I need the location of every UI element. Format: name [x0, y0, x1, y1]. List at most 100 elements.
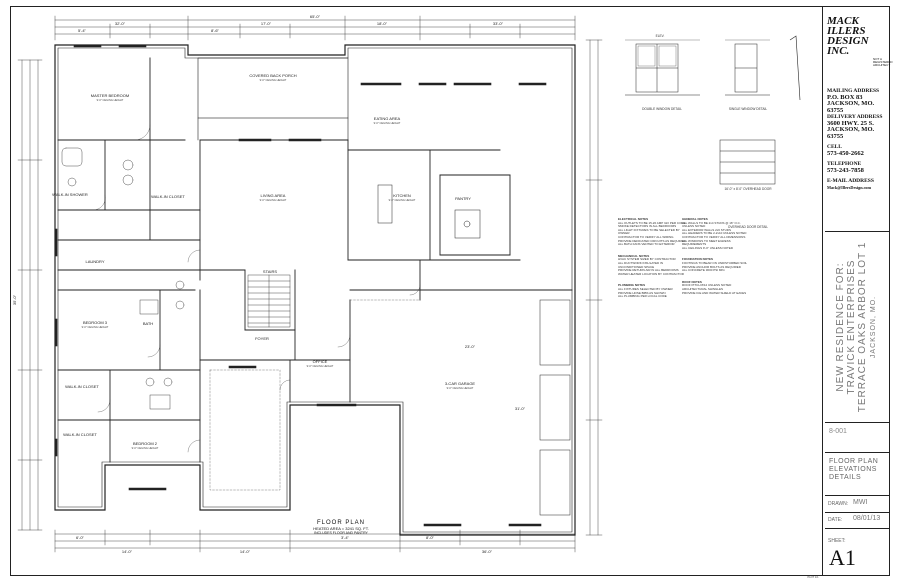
- dim-label: 33'-0": [493, 21, 504, 26]
- floor-plan-note: INCLUDES FLOOR AND PANTRY: [314, 531, 368, 535]
- detail-title: DOUBLE WINDOW DETAIL: [642, 107, 682, 111]
- detail-sub: ELEV.: [656, 34, 665, 38]
- note-line: ARCHITECTURAL SHINGLES: [682, 286, 724, 291]
- logo-line: ILLERS: [827, 25, 866, 37]
- note-line: FOOTINGS TO BEAR ON UNDISTURBED SOIL: [682, 260, 748, 265]
- date-label: DATE:: [828, 517, 843, 523]
- room-label: BEDROOM 2: [133, 441, 158, 446]
- porch-outline: [197, 57, 349, 141]
- note-line: ALL HEADERS TO BE 2-2x10 UNLESS NOTED: [682, 231, 747, 236]
- garage-doors: [539, 299, 571, 516]
- room-label: EATING AREA: [374, 116, 401, 121]
- note-line: PROVIDE HOSE BIBS AS SHOWN: [618, 290, 666, 295]
- title-block: MACK ILLERS DESIGN INC. NOT A REGISTERED…: [822, 6, 893, 576]
- notes-heading: MECHANICAL NOTES: [618, 253, 650, 258]
- sheet-title-line: FLOOR PLAN: [829, 458, 879, 465]
- room-label: MASTER BEDROOM: [91, 93, 129, 98]
- notes-heading: ROOF NOTES: [682, 279, 702, 284]
- note-line: CONTRACTOR TO VERIFY ALL DIMENSIONS: [682, 234, 746, 239]
- sheet-title: FLOOR PLAN ELEVATIONS DETAILS: [825, 452, 889, 496]
- note-line: ALL PLUMBING PER LOCAL CODE: [618, 294, 667, 299]
- window-details: [625, 35, 801, 185]
- drawn-value: MWI: [853, 499, 868, 506]
- project-title: NEW RESIDENCE FOR: TRAVICK ENTERPRISES T…: [825, 231, 889, 423]
- note-line: HVAC SYSTEM SIZED BY CONTRACTOR: [618, 257, 676, 262]
- notes-column-2: GENERAL NOTES ALL WALLS TO BE 2x4 STUDS …: [682, 217, 752, 295]
- room-sub: 9'-0" CEILING HEIGHT: [307, 364, 334, 368]
- dashed-outlines: [209, 299, 421, 491]
- project-line: TRAVICK ENTERPRISES: [846, 259, 857, 395]
- address-line: 63755: [827, 106, 844, 114]
- detail-title: SINGLE WINDOW DETAIL: [729, 107, 768, 111]
- interior-walls: [57, 57, 573, 463]
- room-sub: 9'-0" CEILING HEIGHT: [260, 198, 287, 202]
- notes-heading: PLUMBING NOTES: [618, 283, 646, 288]
- dim-label: 17'-0": [261, 21, 272, 26]
- address-line: JACKSON, MO.: [827, 100, 875, 107]
- detail-sub: 16'-0" x 8'-0" OVERHEAD DOOR: [724, 187, 772, 191]
- dim-label: 35'-0": [12, 294, 17, 305]
- room-label: WALK-IN CLOSET: [151, 194, 185, 199]
- drawn-label: DRAWN:: [828, 501, 849, 507]
- telephone-number: 573-243-7858: [827, 166, 864, 174]
- contact-heading: CELL: [827, 144, 842, 150]
- note-line: ALL LIGHT FIXTURES TO BE SELECTED BY OWN…: [618, 227, 680, 236]
- note-line: ALL WALLS TO BE 2x4 STUDS @ 16" O.C. UNL…: [682, 220, 741, 229]
- sheet-label: SHEET:: [828, 538, 846, 544]
- floor-plan-label: FLOOR PLAN HEATED AREA = 3241 SQ. FT. IN…: [296, 520, 386, 535]
- room-label: COVERED BACK PORCH: [249, 73, 296, 78]
- note-line: PROVIDE ICE AND WATER SHIELD AT EAVES: [682, 290, 747, 295]
- dim-label: 18'-0": [377, 21, 388, 26]
- note-line: PROVIDE RETURN AIR IN ALL BEDROOMS: [618, 268, 679, 273]
- drawn-row: DRAWN: MWI: [825, 496, 889, 513]
- room-sub: 9'-0" CEILING HEIGHT: [260, 78, 287, 82]
- floor-plan-title: FLOOR PLAN: [316, 520, 365, 526]
- room-sub: 9'-0" CEILING HEIGHT: [389, 198, 416, 202]
- note-line: ALL WINDOWS TO MEET EGRESS REQUIREMENTS: [682, 238, 731, 247]
- dim-label: 36'-0": [482, 549, 493, 554]
- logo-line: MACK: [827, 15, 859, 27]
- dim-label: 8'-6": [211, 28, 220, 33]
- note-line: ALL OUTLETS TO BE 15-20 AMP GFI PER CODE: [618, 220, 686, 225]
- dim-label: 14'-0": [240, 549, 251, 554]
- contact-heading: E-MAIL ADDRESS: [827, 178, 874, 184]
- dim-label: 5'-4": [78, 28, 87, 33]
- address-heading: MAILING ADDRESS: [827, 88, 880, 94]
- room-label: WALK-IN SHOWER: [52, 192, 88, 197]
- room-label: PANTRY: [455, 196, 471, 201]
- dim-label: 8'-0": [426, 535, 435, 540]
- note-line: ALL EXTERIOR WALLS 2x6 STUDS: [682, 227, 731, 232]
- address-line: 3600 HWY. 25 S.: [827, 119, 874, 127]
- contact-heading: TELEPHONE: [827, 161, 862, 167]
- room-label: WALK-IN CLOSET: [65, 384, 99, 389]
- room-sub: 9'-0" CEILING HEIGHT: [97, 98, 124, 102]
- room-label: BATH: [143, 321, 153, 326]
- plot-stamp: PLOT 1/1: [807, 575, 819, 579]
- room-label: STAIRS: [263, 269, 277, 274]
- sheet-id: A1: [829, 545, 856, 570]
- kitchen-island: [377, 184, 481, 239]
- cell-number: 573-450-2662: [827, 149, 864, 157]
- email-address: Mack@IllersDesign.com: [827, 184, 872, 190]
- dim-label: 3'-4": [341, 535, 350, 540]
- note-line: ALL CEILINGS 9'-0" UNLESS NOTED: [682, 245, 734, 250]
- project-title-text: NEW RESIDENCE FOR: TRAVICK ENTERPRISES T…: [835, 242, 879, 413]
- room-label: WALK-IN CLOSET: [63, 432, 97, 437]
- project-line: JACKSON, MO.: [870, 295, 877, 359]
- firm-logo: MACK ILLERS DESIGN INC.: [827, 15, 873, 57]
- sheet-title-line: DETAILS: [829, 474, 862, 481]
- dimension-lines-right: [585, 39, 603, 536]
- room-label: KITCHEN: [393, 193, 411, 198]
- note-line: ALL CONCRETE 3000 PSI MIN.: [682, 268, 726, 273]
- firm-address: MAILING ADDRESS P.O. BOX 83 JACKSON, MO.…: [827, 88, 887, 191]
- address-heading: DELIVERY ADDRESS: [827, 114, 883, 120]
- room-sub: 9'-0" CEILING HEIGHT: [374, 121, 401, 125]
- address-line: JACKSON, MO.: [827, 126, 875, 133]
- dimension-labels: 65'-0" 32'-0" 17'-0" 18'-0" 33'-0" 5'-4"…: [12, 14, 526, 554]
- sheet-number-box: 8-001: [825, 424, 889, 453]
- room-label: BEDROOM 3: [83, 320, 108, 325]
- room-sub: 9'-0" CEILING HEIGHT: [82, 325, 109, 329]
- room-label: LIVING AREA: [261, 193, 286, 198]
